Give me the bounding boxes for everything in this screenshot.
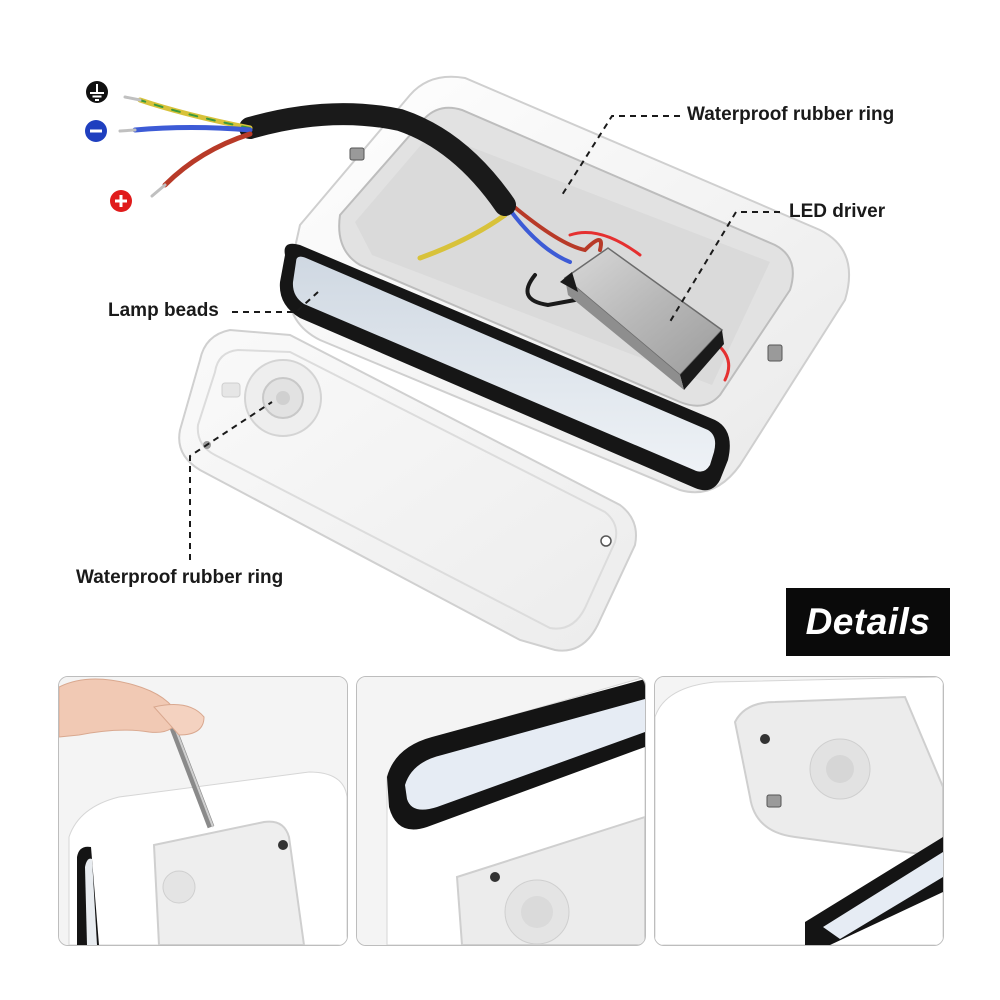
led-driver	[560, 247, 724, 390]
external-cable	[118, 95, 516, 216]
lamp-bead-detail	[356, 676, 646, 946]
ground-icon	[86, 81, 108, 103]
details-banner: Details	[786, 588, 950, 656]
rubber-ring-bottom-label: Waterproof rubber ring	[76, 567, 284, 588]
callout-lines	[189, 115, 780, 560]
rubber-ring-top-label: Waterproof rubber ring	[687, 104, 895, 125]
screwdriver-detail	[58, 676, 348, 946]
lamp-bead-strip	[279, 243, 730, 491]
cover-detail	[654, 676, 944, 946]
positive-icon	[110, 190, 132, 212]
negative-icon	[85, 120, 107, 142]
housing-screw-left	[349, 147, 365, 161]
back-cover	[178, 328, 637, 652]
led-driver-label: LED driver	[789, 201, 886, 222]
lamp-housing-illustration	[85, 75, 851, 652]
housing-screw-right	[767, 344, 783, 362]
lamp-beads-label: Lamp beads	[108, 300, 219, 321]
